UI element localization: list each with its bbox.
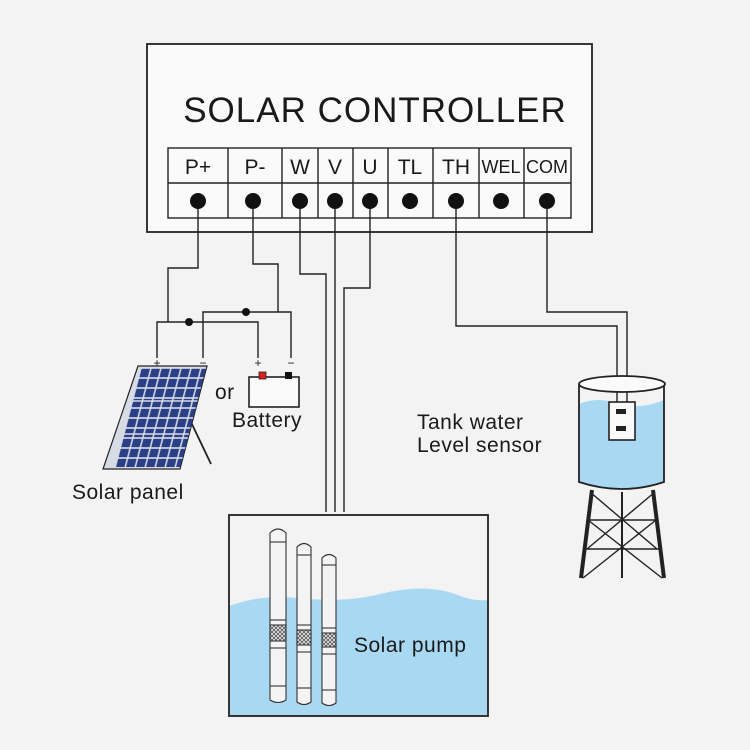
or-label: or (215, 381, 235, 404)
solar-panel: + − Solar panel (72, 356, 212, 504)
terminal-label-p-plus: P+ (185, 156, 211, 179)
wire-u (343, 209, 371, 512)
junction-dot (185, 318, 193, 326)
solar-pump-label: Solar pump (354, 634, 466, 657)
battery-body (248, 376, 300, 408)
battery-plus-terminal (258, 371, 267, 380)
wiring (156, 209, 628, 512)
terminal-screw-th (448, 193, 464, 209)
tank-body (578, 384, 665, 490)
terminal-screw-tl (402, 193, 418, 209)
wire-th (455, 209, 618, 402)
panel-minus-sign: − (199, 356, 206, 370)
terminal-screw-u (362, 193, 378, 209)
well-box (228, 514, 489, 717)
tower-frame (579, 489, 666, 579)
solar-pump-unit (296, 542, 312, 706)
wire-p-plus (156, 209, 259, 358)
junction-dot (242, 308, 250, 316)
sensor-element (616, 409, 626, 414)
battery: or + − Battery (215, 356, 302, 432)
wire-p-minus (202, 209, 292, 358)
terminal-screw-v (327, 193, 343, 209)
controller-title: SOLAR CONTROLLER (183, 91, 567, 130)
terminal-label-v: V (328, 156, 342, 179)
tank-water (579, 400, 664, 489)
solar-pump-unit (269, 528, 287, 704)
terminal-label-th: TH (442, 156, 470, 179)
well-water (229, 588, 488, 716)
terminal-block: P+ P- W V U TL TH WEL COM (167, 147, 572, 219)
battery-plus-sign: + (254, 356, 261, 370)
terminal-screw-com (539, 193, 555, 209)
well: Solar pump (228, 514, 489, 717)
panel-cells (115, 368, 206, 467)
tank-top (578, 375, 666, 393)
battery-label: Battery (232, 409, 302, 432)
wire-com (546, 209, 628, 402)
terminal-screw-p-plus (190, 193, 206, 209)
panel-stand (189, 419, 212, 465)
tank-sensor-label-line1: Tank water (417, 411, 524, 434)
battery-minus-sign: − (287, 356, 294, 370)
solar-controller: SOLAR CONTROLLER P+ P- W V U TL TH WEL C… (146, 43, 593, 233)
terminal-label-wel: WEL (481, 157, 520, 177)
terminal-label-tl: TL (398, 156, 423, 179)
terminal-label-w: W (290, 156, 310, 179)
water-tower: Tank water Level sensor (417, 375, 666, 579)
panel-plus-sign: + (153, 356, 160, 370)
terminal-screw-wel (493, 193, 509, 209)
solar-panel-label: Solar panel (72, 481, 184, 504)
level-sensor (608, 401, 636, 441)
tank-sensor-label-line2: Level sensor (417, 434, 542, 457)
wire-w (299, 209, 327, 512)
sensor-element (616, 426, 626, 431)
battery-minus-terminal (285, 372, 292, 379)
terminal-label-com: COM (526, 157, 568, 177)
terminal-label-u: U (362, 156, 377, 179)
terminal-label-p-minus: P- (245, 156, 266, 179)
solar-pump-unit (321, 553, 337, 707)
terminal-screw-w (292, 193, 308, 209)
terminal-screw-p-minus (245, 193, 261, 209)
